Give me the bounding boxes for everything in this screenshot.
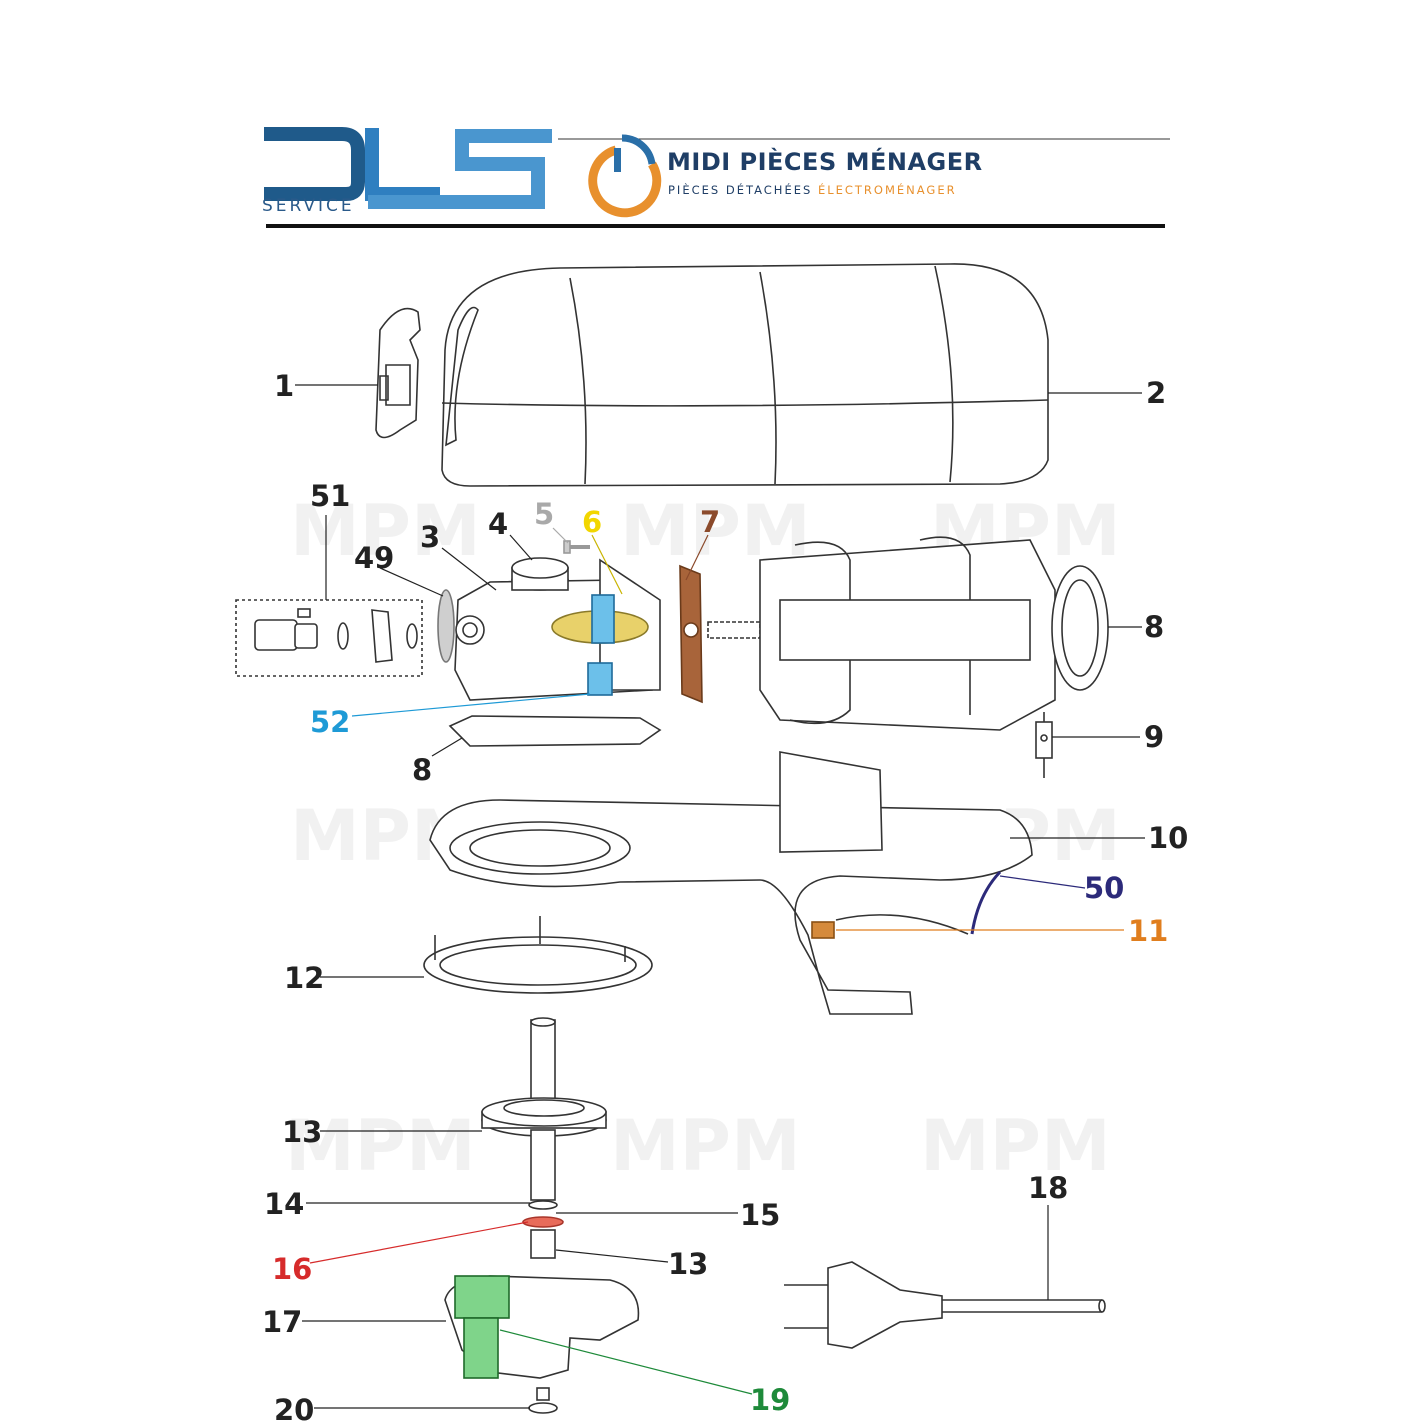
switch-9 bbox=[1035, 712, 1053, 778]
callout-4: 4 bbox=[488, 507, 508, 541]
kit-box bbox=[235, 599, 423, 677]
top-cover-part bbox=[441, 263, 1049, 487]
screw-5 bbox=[563, 540, 590, 554]
callout-5: 5 bbox=[534, 497, 554, 531]
callout-8-gasket: 8 bbox=[412, 753, 432, 787]
spring-11 bbox=[811, 921, 835, 939]
watermark-text: MPM bbox=[610, 1105, 801, 1187]
callout-1: 1 bbox=[274, 369, 294, 403]
callout-13-gear: 13 bbox=[282, 1115, 322, 1149]
ring-part bbox=[423, 916, 653, 994]
power-cord-part bbox=[784, 1261, 1106, 1349]
kit-51-parts bbox=[254, 608, 418, 663]
gear-19-shaft bbox=[463, 1317, 499, 1379]
callout-12: 12 bbox=[284, 961, 324, 995]
shaft-gear-part bbox=[481, 1017, 607, 1201]
bushing-13 bbox=[530, 1229, 556, 1259]
front-cap-part bbox=[375, 307, 421, 439]
callout-8-motor: 8 bbox=[1144, 610, 1164, 644]
brand-title: MIDI PIÈCES MÉNAGER bbox=[667, 148, 983, 176]
washer-49 bbox=[437, 589, 455, 663]
callout-7: 7 bbox=[700, 505, 720, 539]
watermark-text: MPM bbox=[920, 1105, 1111, 1187]
callout-14: 14 bbox=[264, 1187, 304, 1221]
brand-subtitle-part1: PIÈCES DÉTACHÉES bbox=[668, 183, 818, 197]
callout-15: 15 bbox=[740, 1198, 780, 1232]
motor-part bbox=[707, 536, 1109, 731]
callout-49: 49 bbox=[354, 541, 394, 575]
base-part bbox=[429, 751, 1033, 1015]
callout-9: 9 bbox=[1144, 720, 1164, 754]
brand-subtitle-part2: ÉLECTROMÉNAGER bbox=[817, 183, 957, 197]
washer-14 bbox=[528, 1200, 558, 1210]
shaft-52-top bbox=[591, 594, 615, 644]
callout-52: 52 bbox=[310, 705, 350, 739]
callout-6: 6 bbox=[582, 505, 602, 539]
gasket-8 bbox=[448, 715, 662, 747]
callout-3: 3 bbox=[420, 520, 440, 554]
shaft-52-bottom bbox=[587, 662, 613, 696]
callout-20: 20 bbox=[274, 1393, 314, 1422]
dls-service-label: SERVICE bbox=[262, 196, 355, 216]
watermark-text: MPM bbox=[285, 1105, 476, 1187]
mpm-logo-icon bbox=[588, 134, 662, 218]
callout-51: 51 bbox=[310, 479, 350, 513]
callout-10: 10 bbox=[1148, 821, 1188, 855]
callout-17: 17 bbox=[262, 1305, 302, 1339]
seal-50 bbox=[970, 870, 1002, 935]
foot-20 bbox=[528, 1387, 558, 1414]
watermark-text: MPM bbox=[290, 490, 481, 572]
callout-2: 2 bbox=[1146, 376, 1166, 410]
gear-19-top bbox=[454, 1275, 510, 1319]
brand-subtitle: PIÈCES DÉTACHÉES ÉLECTROMÉNAGER bbox=[668, 183, 957, 197]
callout-18: 18 bbox=[1028, 1171, 1068, 1205]
leader-lines bbox=[295, 384, 1145, 1409]
callout-19: 19 bbox=[750, 1383, 790, 1417]
callout-50: 50 bbox=[1084, 871, 1124, 905]
callout-11: 11 bbox=[1128, 914, 1168, 948]
callout-13-bushing: 13 bbox=[668, 1247, 708, 1281]
header-logos: SERVICE MIDI PIÈCES MÉNAGER PIÈCES DÉTAC… bbox=[262, 126, 1182, 236]
callout-16: 16 bbox=[272, 1252, 312, 1286]
dls-logo-icon bbox=[264, 127, 1170, 228]
washer-16 bbox=[522, 1216, 564, 1228]
callout-labels: 1 2 3 4 5 6 7 8 8 9 10 11 12 13 13 14 15… bbox=[262, 369, 1188, 1422]
